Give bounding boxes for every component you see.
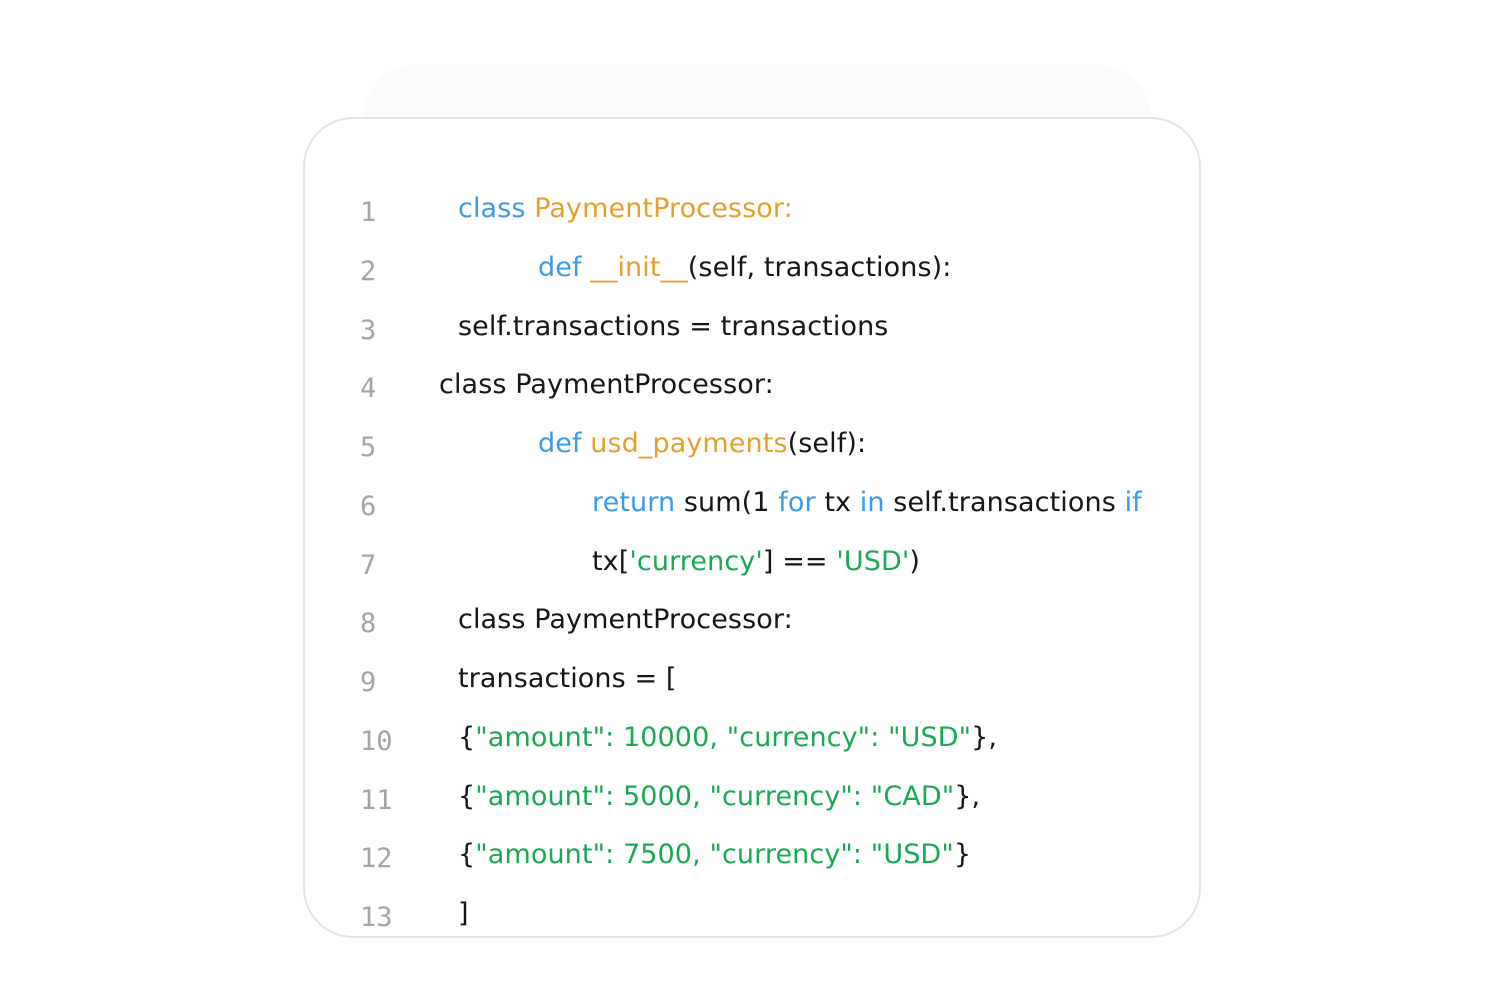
code-token: { xyxy=(458,780,476,812)
code-text: self.transactions = transactions xyxy=(458,307,888,347)
code-line[interactable]: 3 self.transactions = transactions xyxy=(305,307,1199,347)
code-token: class PaymentProcessor: xyxy=(439,369,774,401)
code-token: 'currency' xyxy=(629,545,763,577)
code-token: class PaymentProcessor: xyxy=(458,604,793,636)
code-line[interactable]: 4 class PaymentProcessor: xyxy=(305,365,1199,405)
code-token: self.transactions = transactions xyxy=(458,310,889,342)
code-text: def __init__(self, transactions): xyxy=(538,248,951,288)
code-token: (self, transactions): xyxy=(687,251,952,283)
code-line[interactable]: 7 tx['currency'] == 'USD') xyxy=(305,542,1199,582)
code-token: 'USD' xyxy=(836,545,910,577)
code-token: transactions = [ xyxy=(458,663,677,694)
code-line[interactable]: 13] xyxy=(305,894,1199,934)
code-token: tx[ xyxy=(592,545,630,577)
code-text: transactions = [ xyxy=(458,659,677,699)
code-token: self.transactions xyxy=(893,486,1125,518)
code-token: ) xyxy=(909,545,921,577)
code-line[interactable]: 6 return sum(1 for tx in self.transaction… xyxy=(305,483,1199,523)
code-line[interactable]: 12 {"amount": 7500, "currency": "USD"} xyxy=(305,835,1199,875)
code-token: def xyxy=(538,428,591,459)
code-token: { xyxy=(458,721,476,753)
code-text: class PaymentProcessor: xyxy=(458,600,793,640)
line-number: 12 xyxy=(360,843,393,875)
code-token: { xyxy=(458,839,476,871)
line-number: 5 xyxy=(360,432,377,463)
code-token: usd_payments xyxy=(590,428,788,459)
code-token: "amount": 7500, "currency": "USD" xyxy=(475,839,954,871)
line-number: 2 xyxy=(360,255,377,287)
code-token: }, xyxy=(954,780,981,812)
code-text: {"amount": 10000, "currency": "USD"}, xyxy=(458,718,997,758)
code-line[interactable]: 2 def __init__(self, transactions): xyxy=(305,248,1199,288)
code-text: {"amount": 5000, "currency": "CAD"}, xyxy=(458,777,980,817)
code-token: __init__ xyxy=(590,251,688,283)
code-token: "amount": 5000, "currency": "CAD" xyxy=(475,780,955,812)
code-line[interactable]: 10 {"amount": 10000, "currency": "USD"}, xyxy=(305,718,1199,758)
line-number: 13 xyxy=(360,902,393,933)
code-line[interactable]: 8 class PaymentProcessor: xyxy=(305,600,1199,640)
line-number: 7 xyxy=(360,549,377,581)
code-line[interactable]: 11 {"amount": 5000, "currency": "CAD"}, xyxy=(305,777,1199,817)
code-token: "amount": 10000, "currency": "USD" xyxy=(475,721,972,753)
code-text: tx['currency'] == 'USD') xyxy=(592,542,920,582)
code-token: for xyxy=(778,486,825,518)
code-token: }, xyxy=(971,721,998,753)
code-text: class PaymentProcessor: xyxy=(439,365,774,405)
line-number: 3 xyxy=(360,314,377,346)
line-number: 9 xyxy=(360,667,377,698)
code-token: PaymentProcessor: xyxy=(534,193,793,224)
code-token: class xyxy=(458,193,535,224)
code-token: tx xyxy=(824,486,860,518)
line-number: 11 xyxy=(360,784,393,816)
code-line[interactable]: 9 transactions = [ xyxy=(305,659,1199,699)
code-token: ] == xyxy=(762,545,837,577)
line-number: 10 xyxy=(360,725,393,757)
line-number: 1 xyxy=(360,197,377,228)
code-line[interactable]: 1 class PaymentProcessor: xyxy=(305,189,1199,229)
code-token: return xyxy=(592,486,684,518)
code-text: ] xyxy=(458,894,469,934)
line-number: 6 xyxy=(360,490,377,522)
code-token: ] xyxy=(458,898,469,929)
code-text: {"amount": 7500, "currency": "USD"} xyxy=(458,835,971,875)
code-token: (self): xyxy=(787,428,867,459)
code-text: class PaymentProcessor: xyxy=(458,189,793,229)
code-text: return sum(1 for tx in self.transactions… xyxy=(592,483,1142,523)
code-line[interactable]: 5 def usd_payments(self): xyxy=(305,424,1199,464)
line-number: 8 xyxy=(360,608,377,640)
code-token: sum(1 xyxy=(683,486,779,518)
code-token: in xyxy=(859,486,894,518)
code-token: } xyxy=(953,839,972,871)
line-number: 4 xyxy=(360,373,377,405)
code-token: if xyxy=(1124,486,1142,518)
code-token: def xyxy=(538,251,591,283)
code-text: def usd_payments(self): xyxy=(538,424,866,464)
